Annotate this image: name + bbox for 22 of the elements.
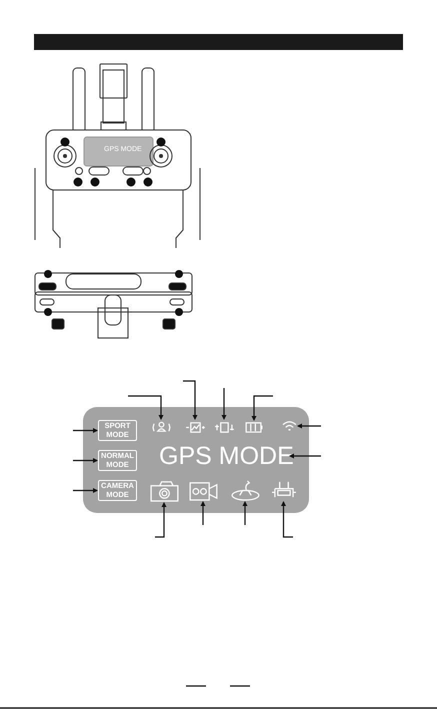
battery-icon bbox=[245, 421, 263, 433]
leader-line bbox=[155, 502, 166, 538]
leader-line bbox=[252, 395, 273, 421]
leader-line bbox=[128, 395, 164, 420]
leader-line bbox=[200, 501, 206, 525]
leader-line bbox=[183, 380, 198, 420]
leader-line bbox=[242, 501, 248, 525]
return-home-icon bbox=[229, 480, 261, 501]
altitude-icon bbox=[150, 420, 172, 434]
camera-icon bbox=[149, 480, 179, 502]
signal-icon bbox=[281, 420, 297, 432]
photo-icon bbox=[185, 420, 205, 434]
vibration-icon bbox=[213, 420, 235, 434]
leader-line bbox=[281, 501, 293, 538]
leader-line bbox=[73, 488, 98, 493]
leader-line bbox=[297, 424, 321, 428]
leader-line bbox=[222, 388, 226, 420]
video-camera-icon bbox=[188, 481, 218, 501]
lcd-screen bbox=[83, 407, 309, 513]
leader-line bbox=[73, 428, 98, 433]
leader-line bbox=[289, 454, 321, 458]
leader-line bbox=[73, 458, 98, 463]
